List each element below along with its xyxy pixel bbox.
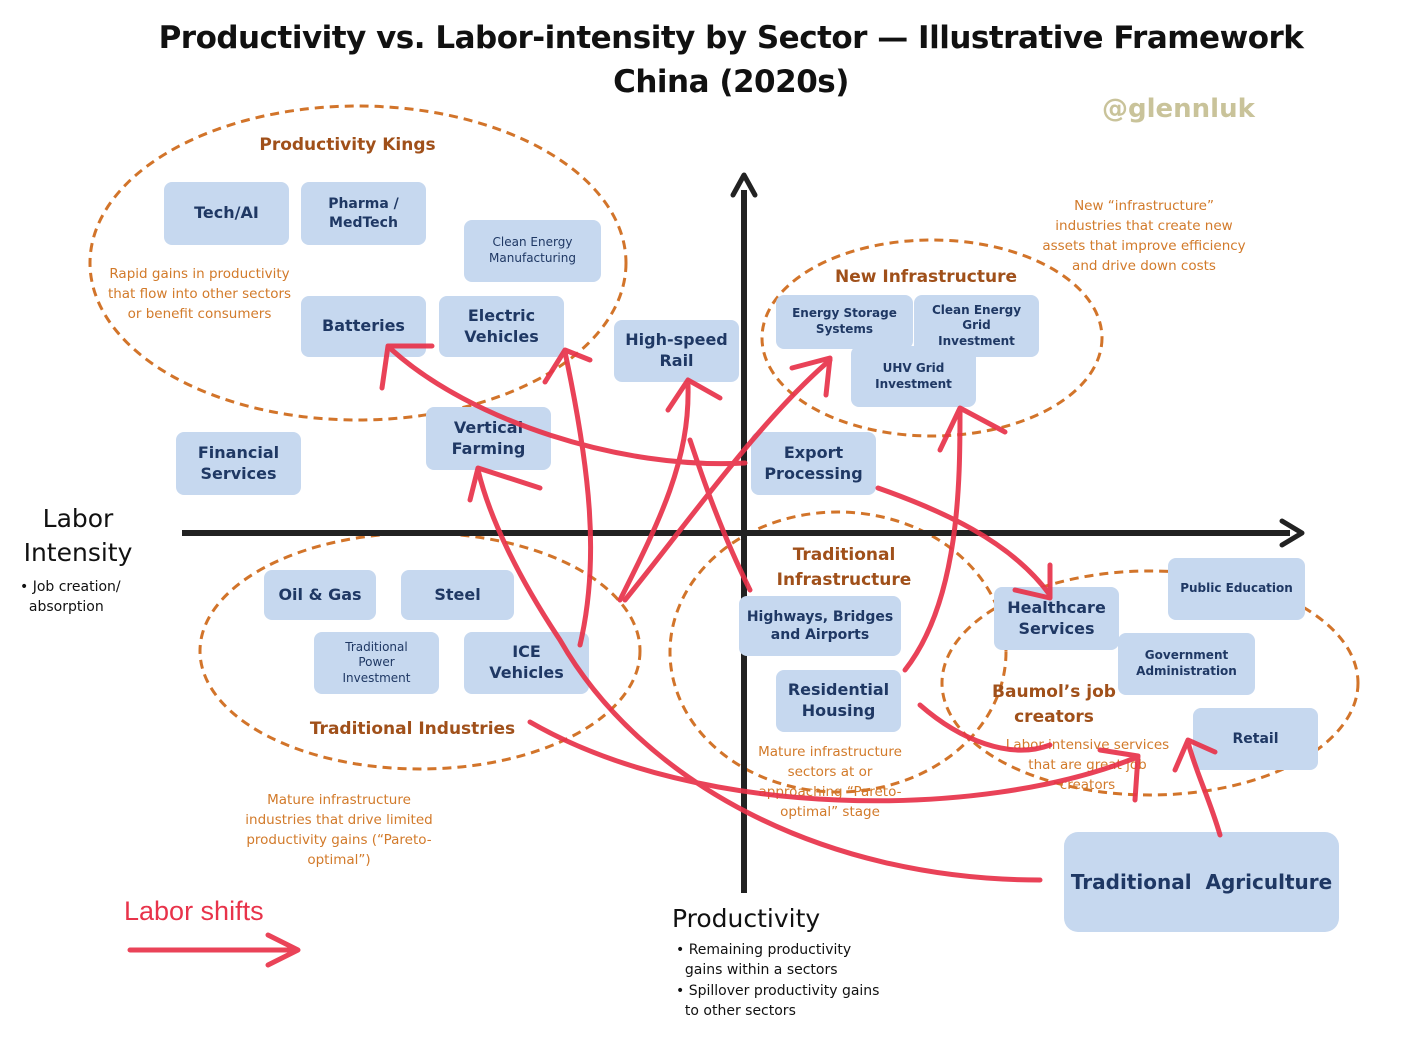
y-axis-note: • Job creation/ absorption — [20, 579, 121, 616]
label-new-infrastructure: New Infrastructure — [834, 267, 1017, 287]
ellipse-productivity-kings — [88, 104, 628, 422]
label-productivity-kings: Productivity Kings — [259, 135, 436, 155]
sector-oil-gas: Oil & Gas — [264, 570, 376, 620]
x-axis-arrowhead — [1279, 518, 1305, 548]
legend-labor-shifts: Labor shifts — [124, 896, 264, 926]
sector-retail: Retail — [1193, 708, 1318, 770]
label-traditional-industries: Traditional Industries — [309, 719, 516, 739]
title-line-1: Productivity vs. Labor-intensity by Sect… — [158, 20, 1304, 56]
y-axis-arrowhead — [730, 172, 758, 198]
sector-tech-ai: Tech/AI — [164, 182, 289, 245]
sector-public-education: Public Education — [1168, 558, 1305, 620]
sector-batteries: Batteries — [301, 296, 426, 357]
title-line-2: China (2020s) — [613, 64, 849, 100]
sector-traditional-agriculture: Traditional Agriculture — [1064, 832, 1339, 932]
author-handle: @glennluk — [1102, 94, 1255, 124]
sector-steel: Steel — [401, 570, 514, 620]
x-axis-label: Productivity — [672, 904, 821, 933]
note-new-infrastructure: New “infrastructure”industries that crea… — [1042, 198, 1246, 274]
sector-pharma-medtech: Pharma /MedTech — [301, 182, 426, 245]
x-axis-note: • Remaining productivity gains within a … — [676, 942, 880, 1019]
